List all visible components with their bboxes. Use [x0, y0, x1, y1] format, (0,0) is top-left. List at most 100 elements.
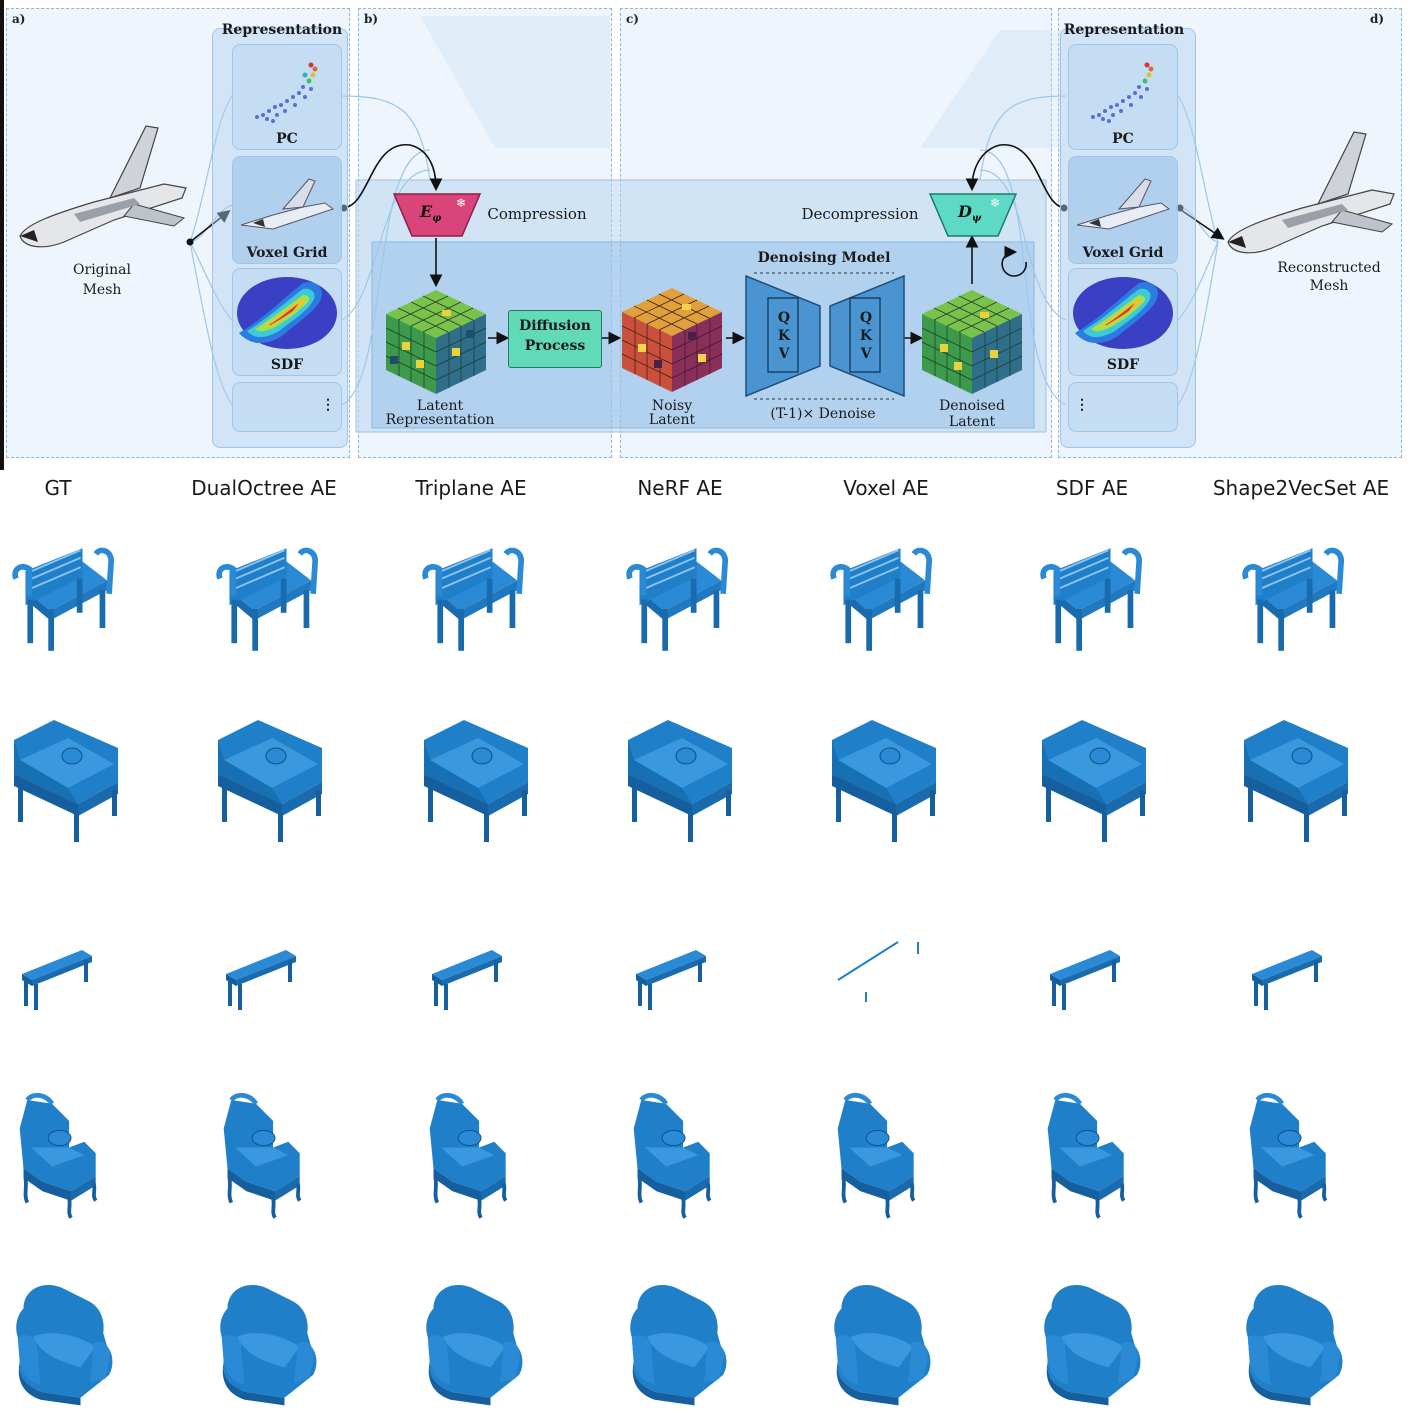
right-rep-more-label: ⋮: [1075, 397, 1089, 413]
column-header-nerf: NeRF AE: [637, 476, 723, 500]
mesh-render-armchair-1: [212, 1090, 342, 1240]
encoder-frozen-icon: ❄: [456, 196, 467, 210]
column-header-shape2vecset: Shape2VecSet AE: [1212, 476, 1390, 500]
right-rep-more[interactable]: ⋮: [1068, 382, 1178, 432]
mesh-render-club-6: [1246, 1284, 1343, 1406]
mesh-render-sofa-0: [13, 719, 119, 843]
latent-cube: [385, 290, 487, 394]
decoder-block[interactable]: [928, 192, 1018, 238]
sdf-heatmap-icon: [237, 277, 337, 349]
latent-label-2: Representation: [385, 412, 495, 428]
mesh-render-bench-4: [826, 530, 956, 680]
mesh-render-sofa-5: [1041, 719, 1147, 843]
denoised-label-1: Denoised: [939, 398, 1005, 414]
original-mesh-label-2: Mesh: [82, 282, 122, 298]
panel-letter-a: a): [12, 12, 26, 26]
right-rep-voxel-label: Voxel Grid: [1082, 245, 1164, 261]
mesh-render-armchair-4: [826, 1090, 956, 1240]
right-rep-sdf[interactable]: SDF: [1068, 268, 1178, 376]
column-header-triplane: Triplane AE: [415, 476, 527, 500]
mesh-render-sofa-3: [627, 719, 733, 843]
left-rep-voxel-label: Voxel Grid: [246, 245, 328, 261]
panel-letter-d: d): [1370, 12, 1385, 26]
mesh-render-bench-0: [8, 530, 138, 680]
mesh-render-bench-6: [1238, 530, 1368, 680]
mesh-render-armchair-3: [622, 1090, 752, 1240]
mesh-render-table-1: [226, 950, 296, 1010]
encoder-block[interactable]: [392, 192, 482, 238]
mesh-render-table-5: [1050, 950, 1120, 1010]
column-header-dualoctree: DualOctree AE: [191, 476, 337, 500]
decoder-symbol: Dψ: [958, 202, 982, 225]
reconstructed-shuttle-icon: [1227, 131, 1395, 254]
right-rep-pc[interactable]: PC: [1068, 44, 1178, 150]
comparison-grid: GT DualOctree AE Triplane AE NeRF AE Vox…: [0, 470, 1410, 1410]
mesh-render-club-1: [220, 1284, 317, 1406]
column-header-sdf: SDF AE: [1055, 476, 1129, 500]
mesh-render-armchair-5: [1036, 1090, 1166, 1240]
reconstructed-mesh-label-1: Reconstructed: [1277, 260, 1381, 276]
left-rep-pc-label: PC: [276, 131, 298, 147]
left-rep-sdf[interactable]: SDF: [232, 268, 342, 376]
noisy-latent-cube: [621, 288, 723, 392]
mesh-render-bench-5: [1036, 530, 1166, 680]
qkv-left-q: Q: [777, 310, 791, 326]
qkv-right-q: Q: [859, 310, 873, 326]
mesh-render-bench-2: [418, 530, 548, 680]
compression-label: Compression: [487, 205, 587, 223]
latent-label-1: Latent: [416, 398, 464, 414]
mesh-render-club-3: [630, 1284, 727, 1406]
mesh-render-club-0: [16, 1284, 113, 1406]
reconstructed-mesh-label-2: Mesh: [1309, 278, 1349, 294]
decompression-label: Decompression: [801, 205, 919, 223]
noisy-label-2: Latent: [648, 412, 696, 428]
mesh-render-sofa-6: [1243, 719, 1349, 843]
original-shuttle-icon: [19, 125, 187, 248]
panel-letter-c: c): [626, 12, 639, 26]
right-point-cloud-shuttle-icon: [1091, 62, 1154, 123]
pipeline-diagram: a) b) c) d): [0, 0, 1410, 470]
mesh-render-bench-3: [622, 530, 752, 680]
qkv-right-k: K: [859, 328, 873, 344]
qkv-right-v: V: [860, 346, 872, 362]
right-rep-sdf-label: SDF: [1106, 357, 1140, 373]
left-rep-pc[interactable]: PC: [232, 44, 342, 150]
qkv-left-v: V: [778, 346, 790, 362]
denoised-label-2: Latent: [948, 414, 996, 430]
mesh-render-table-0: [22, 950, 92, 1010]
column-header-gt: GT: [44, 476, 72, 500]
mesh-render-table-2: [432, 950, 502, 1010]
mesh-render-table-6: [1252, 950, 1322, 1010]
left-representation-title: Representation: [221, 22, 343, 38]
left-rep-more-label: ⋮: [321, 397, 335, 413]
right-rep-voxel[interactable]: Voxel Grid: [1068, 156, 1178, 264]
denoising-model-label: Denoising Model: [757, 250, 891, 266]
denoise-steps-label: (T-1)× Denoise: [770, 406, 876, 422]
point-cloud-shuttle-icon: [255, 62, 318, 123]
left-rep-sdf-label: SDF: [270, 357, 304, 373]
mesh-render-club-2: [426, 1284, 523, 1406]
qkv-left-k: K: [777, 328, 791, 344]
panel-letter-b: b): [364, 12, 379, 26]
left-rep-voxel[interactable]: Voxel Grid: [232, 156, 342, 264]
diffusion-label-1: Diffusion: [519, 318, 591, 334]
decoder-frozen-icon: ❄: [990, 196, 1001, 210]
mesh-render-sofa-4: [831, 719, 937, 843]
mesh-render-sofa-1: [217, 719, 323, 843]
mesh-render-club-4: [834, 1284, 931, 1406]
right-voxel-shuttle-icon: [1076, 178, 1171, 230]
original-mesh-label-1: Original: [73, 262, 131, 278]
denoised-latent-cube: [921, 290, 1023, 394]
diffusion-process-block[interactable]: [508, 310, 602, 368]
mesh-render-table-3: [636, 950, 706, 1010]
right-rep-pc-label: PC: [1112, 131, 1134, 147]
mesh-render-armchair-6: [1238, 1090, 1368, 1240]
unet-block[interactable]: [744, 270, 906, 402]
noisy-label-1: Noisy: [651, 398, 693, 414]
mesh-render-club-5: [1044, 1284, 1141, 1406]
left-edge-bar: [0, 0, 4, 470]
mesh-render-armchair-2: [418, 1090, 548, 1240]
mesh-render-table-4: [837, 941, 919, 1002]
encoder-symbol: Eφ: [420, 202, 442, 225]
left-rep-more[interactable]: ⋮: [232, 382, 342, 432]
